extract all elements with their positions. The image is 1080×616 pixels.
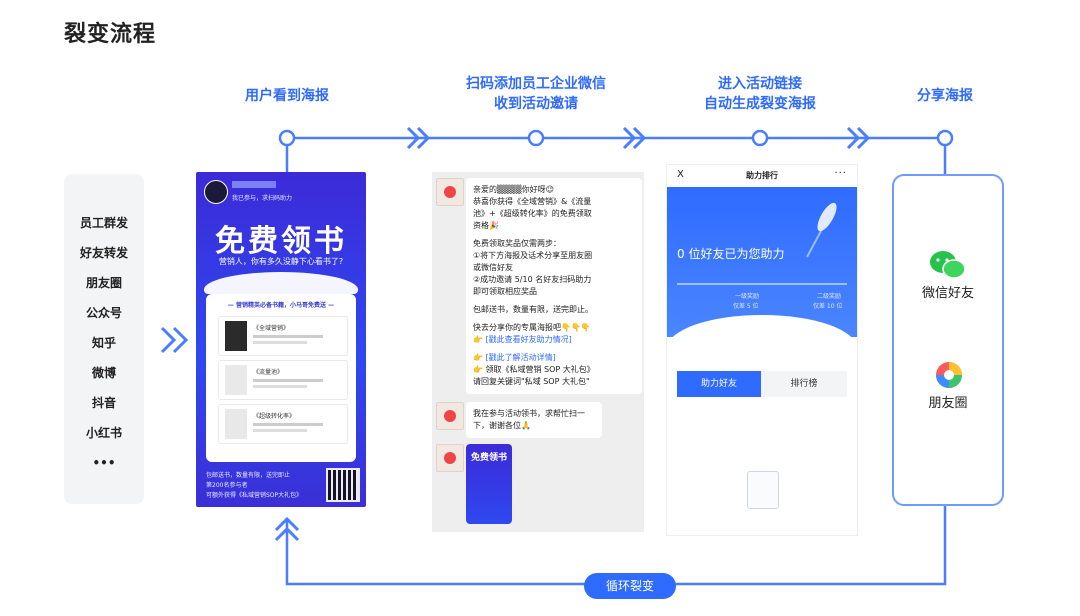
poster-thumbnail[interactable]: 免费领书 [466,444,512,524]
chat-line: 免费领取奖品仅需两步： [473,238,635,250]
thumbnail-headline: 免费领书 [466,450,512,463]
avatar [436,178,464,206]
chat-line: 快去分享你的专属海报吧👇👇👇 [473,322,635,334]
invite-poster: 我已参与，求扫码助力 免费领书 营销人，你有多久没静下心看书了? — 营销精英必… [196,172,366,507]
node-4 [938,131,952,145]
more-icon[interactable]: ··· [834,168,847,179]
book-item: 《全域营销》 [218,316,348,356]
chat-line: ②成功邀请 5/10 名好友扫码助力 [473,274,635,286]
blurred-username [232,181,276,188]
chat-line: 请回复关键词"私域 SOP 大礼包" [473,376,635,388]
node-1 [280,131,294,145]
poster-footer-1: 包邮送书，数量有限，送完即止 [206,470,290,479]
step-label-2-line1: 扫码添加员工企业微信 [456,74,616,94]
chat-line: 资格🎉 [473,220,635,232]
step-label-2-line2: 收到活动邀请 [456,94,616,114]
share-panel: 微信好友 朋友圈 [892,174,1004,506]
chat-line: 👉 领取《私域营销 SOP 大礼包》 [473,364,635,376]
channel-item: 小红书 [64,424,144,441]
poster-headline: 免费领书 [196,216,366,260]
book-item: 《超级转化率》 [218,404,348,444]
chat-bubble: 亲爱的▒▒▒▒你好呀😉 恭喜你获得《全域营销》&《流量 池》+《超级转化率》的免… [466,178,642,394]
book-cover [225,321,247,351]
chat-line: 亲爱的▒▒▒▒你好呀😉 [473,184,635,196]
tab-ranking[interactable]: 排行榜 [761,371,847,397]
chat-line: 池》+《超级转化率》的免费领取 [473,208,635,220]
step-label-1: 用户看到海报 [232,86,342,106]
chat-line: 或微信好友 [473,262,635,274]
qr-code [326,468,360,502]
moments-label[interactable]: 朋友圈 [894,392,1002,411]
channel-item: 微博 [64,364,144,381]
activity-page: X 助力排行 ··· 0 位好友已为您助力 一级奖励 仅差 5 位 二级奖励 仅… [666,164,858,536]
channel-item: 公众号 [64,304,144,321]
level2-need: 仅差 10 位 [813,301,842,310]
level2-name: 二级奖励 [817,291,841,300]
assist-status-link[interactable]: 👉 [戳此查看好友助力情况] [473,334,635,346]
channel-item: 抖音 [64,394,144,411]
step-label-3-line2: 自动生成裂变海报 [680,94,840,114]
empty-state-icon [747,471,779,509]
step-label-3-line1: 进入活动链接 [680,74,840,94]
chat-line: 恭喜你获得《全域营销》&《流量 [473,196,635,208]
book-cover [225,409,247,439]
chat-line: 即可领取相应奖品 [473,286,635,298]
poster-footer-2: 第200名参与者 [206,480,247,489]
chat-bubble: 我在参与活动领书，求帮忙扫一下，谢谢各位🙏 [466,402,602,438]
tab-assist-friends[interactable]: 助力好友 [677,371,761,397]
page-header: X 助力排行 ··· [667,165,857,187]
poster-join-text: 我已参与，求扫码助力 [232,193,292,202]
book-title: 《流量池》 [253,367,283,376]
loop-fission-badge: 循环裂变 [584,573,676,599]
wechat-icon[interactable] [928,248,968,282]
avatar [436,444,464,472]
channel-item: 好友转发 [64,244,144,261]
book-item: 《流量池》 [218,360,348,400]
channel-item: 员工群发 [64,214,144,231]
card-header: — 营销精英必备书籍，小马哥免费送 — [206,300,356,309]
avatar [204,180,228,204]
step-label-4: 分享海报 [900,86,990,106]
book-title: 《超级转化率》 [253,411,295,420]
poster-subline: 营销人，你有多久没静下心看书了? [196,256,366,267]
chevron-right-icon [162,328,186,352]
chat-line: ①将下方海报及话术分享至朋友圈 [473,250,635,262]
book-list-card: — 营销精英必备书籍，小马哥免费送 — 《全域营销》 《流量池》 《超级转化率》 [206,294,356,462]
channel-list: 员工群发 好友转发 朋友圈 公众号 知乎 微博 抖音 小红书 ••• [64,174,144,504]
progress-track [677,283,847,285]
poster-footer-3: 可额外获得《私域营销SOP大礼包》 [206,490,302,499]
level1-name: 一级奖励 [735,291,759,300]
channel-item: 朋友圈 [64,274,144,291]
book-cover [225,365,247,395]
book-title: 《全域营销》 [253,323,289,332]
node-2 [529,131,543,145]
assist-count-text: 0 位好友已为您助力 [677,245,784,262]
wechat-friends-label[interactable]: 微信好友 [894,282,1002,301]
chat-line: 包邮送书，数量有限，送完即止。 [473,304,635,316]
node-3 [753,131,767,145]
avatar [436,402,464,430]
level1-need: 仅差 5 位 [733,301,759,310]
more-icon: ••• [64,456,144,470]
moments-icon[interactable] [934,360,964,390]
open-book-icon [204,272,358,294]
activity-detail-link[interactable]: 👉 [戳此了解活动详情] [473,352,635,364]
chat-window: 亲爱的▒▒▒▒你好呀😉 恭喜你获得《全域营销》&《流量 池》+《超级转化率》的免… [432,172,644,532]
header-title: 助力排行 [667,170,857,181]
channel-item: 知乎 [64,334,144,351]
